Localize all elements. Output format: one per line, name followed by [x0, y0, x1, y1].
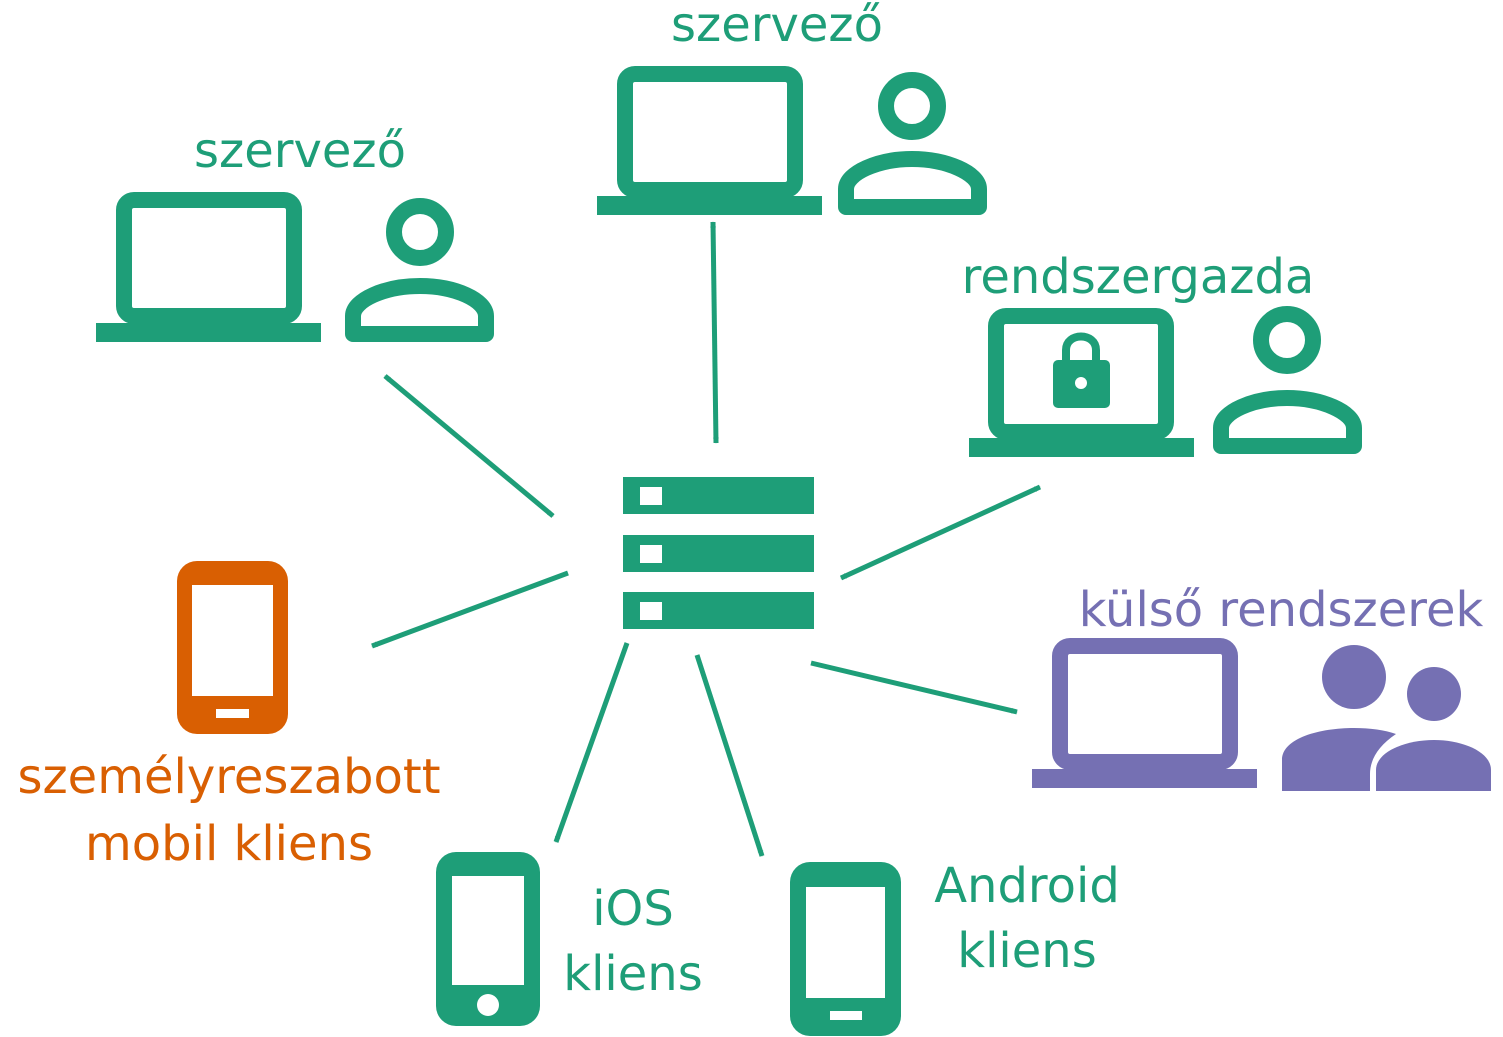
organizer-top-label: szervező	[671, 0, 883, 53]
arrow-organizer-left-server	[383, 374, 555, 518]
ios-client-group: iOS kliens	[436, 852, 703, 1026]
organizer-left-group: szervező	[96, 123, 494, 342]
arrow-server-external	[810, 660, 1018, 715]
ios-label-line2: kliens	[563, 946, 702, 1002]
custom-mobile-label-line2: mobil kliens	[85, 816, 373, 872]
lock-icon	[1053, 332, 1110, 408]
laptop-icon	[1032, 638, 1257, 788]
laptop-icon	[969, 308, 1194, 457]
arrow-server-android	[694, 654, 765, 857]
android-label-line2: kliens	[957, 923, 1096, 979]
connection-arrows	[371, 221, 1042, 857]
smartphone-icon	[436, 852, 540, 1026]
custom-mobile-client-group: személyreszabott mobil kliens	[17, 561, 441, 872]
arrow-server-custom-mobile	[371, 570, 569, 649]
ios-label-line1: iOS	[592, 881, 674, 937]
laptop-icon	[96, 192, 321, 342]
people-group-icon	[1282, 645, 1491, 791]
smartphone-icon	[790, 862, 901, 1036]
custom-mobile-label-line1: személyreszabott	[17, 749, 440, 805]
arrow-server-ios	[553, 642, 630, 843]
organizer-top-group: szervező	[597, 0, 987, 215]
admin-label: rendszergazda	[962, 249, 1315, 305]
smartphone-icon	[177, 561, 288, 734]
person-icon	[345, 198, 494, 342]
android-label-line1: Android	[934, 858, 1120, 914]
organizer-left-label: szervező	[194, 123, 406, 179]
arrow-organizer-top-server	[710, 221, 719, 444]
admin-group: rendszergazda	[962, 249, 1362, 457]
server-icon	[623, 477, 814, 629]
arrow-admin-server	[839, 484, 1042, 581]
person-icon	[838, 72, 987, 215]
external-systems-group: külső rendszerek	[1032, 582, 1491, 791]
external-systems-label: külső rendszerek	[1079, 582, 1484, 638]
android-client-group: Android kliens	[790, 858, 1120, 1036]
laptop-icon	[597, 66, 822, 215]
person-icon	[1213, 306, 1362, 454]
